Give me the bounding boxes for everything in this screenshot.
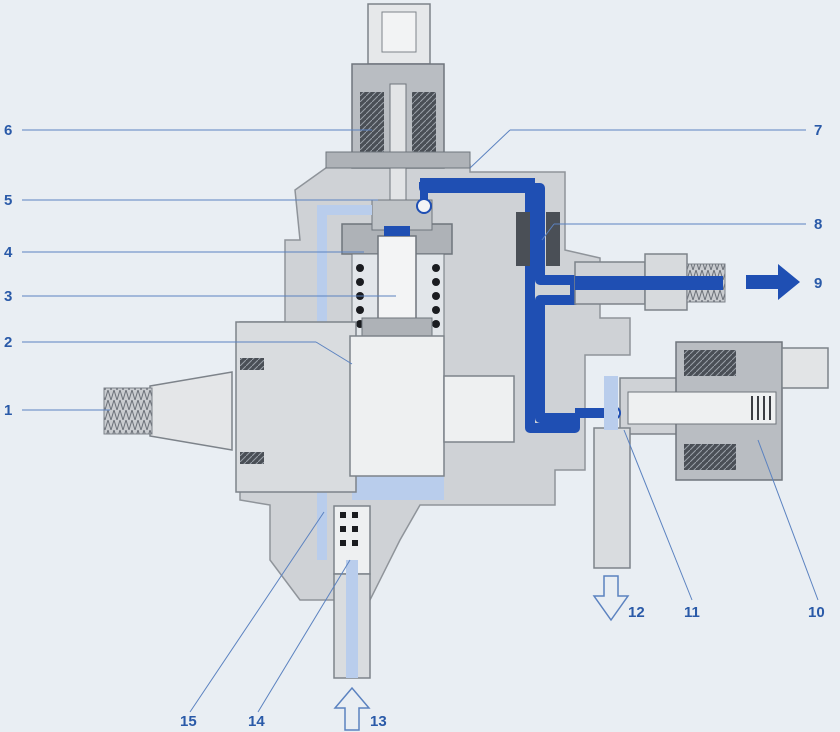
return-port xyxy=(593,427,631,569)
leader-lines xyxy=(22,129,819,713)
label-6: 6 xyxy=(4,122,12,139)
pcv-connector xyxy=(781,347,829,389)
check-valve-seat xyxy=(516,212,530,266)
label-12: 12 xyxy=(628,604,645,621)
pcv-armature xyxy=(627,391,777,425)
return-arrow xyxy=(592,575,630,622)
outlet-bore xyxy=(575,276,723,290)
shaft-flange xyxy=(235,321,357,493)
high-pressure-passage xyxy=(419,182,580,433)
pcv-coil-top xyxy=(684,350,736,376)
plunger-spring xyxy=(356,264,440,328)
shaft-seal-top xyxy=(240,358,264,370)
fuel-inlet-arrow xyxy=(333,686,371,731)
plunger-bore-blue xyxy=(384,226,410,236)
solenoid-armature xyxy=(389,83,407,205)
high-pressure-outlet-arrow xyxy=(746,264,800,300)
check-valve-seat-2 xyxy=(546,212,560,266)
label-7: 7 xyxy=(814,122,822,139)
label-10: 10 xyxy=(808,604,825,621)
solenoid-coil-right xyxy=(412,92,436,158)
return-bore xyxy=(604,376,618,430)
label-4: 4 xyxy=(4,244,13,261)
label-14: 14 xyxy=(248,713,265,730)
label-15: 15 xyxy=(180,713,197,730)
inlet-valve-spring xyxy=(340,512,358,546)
label-3: 3 xyxy=(4,288,12,305)
shaft-taper xyxy=(149,371,233,451)
plunger xyxy=(377,235,417,321)
pcv-coil-bottom xyxy=(684,444,736,470)
label-1: 1 xyxy=(4,402,12,419)
solenoid-coil-left xyxy=(360,92,384,158)
pcv-inlet xyxy=(575,408,611,418)
label-2: 2 xyxy=(4,334,12,351)
cam-eccentric xyxy=(349,335,445,477)
outlet-valve-ball xyxy=(416,198,432,214)
label-11: 11 xyxy=(684,604,700,621)
inlet-bore xyxy=(346,560,358,678)
solenoid-flange xyxy=(325,151,471,169)
label-5: 5 xyxy=(4,192,12,209)
shaft-seal-bottom xyxy=(240,452,264,464)
high-pressure-passage-top xyxy=(420,178,535,200)
shaft-thread xyxy=(103,387,153,435)
solenoid-connector xyxy=(381,11,417,53)
label-9: 9 xyxy=(814,275,822,292)
pcv-spring xyxy=(751,396,771,420)
label-8: 8 xyxy=(814,216,822,233)
shaft-end xyxy=(443,375,515,443)
label-13: 13 xyxy=(370,713,387,730)
tappet xyxy=(361,317,433,339)
